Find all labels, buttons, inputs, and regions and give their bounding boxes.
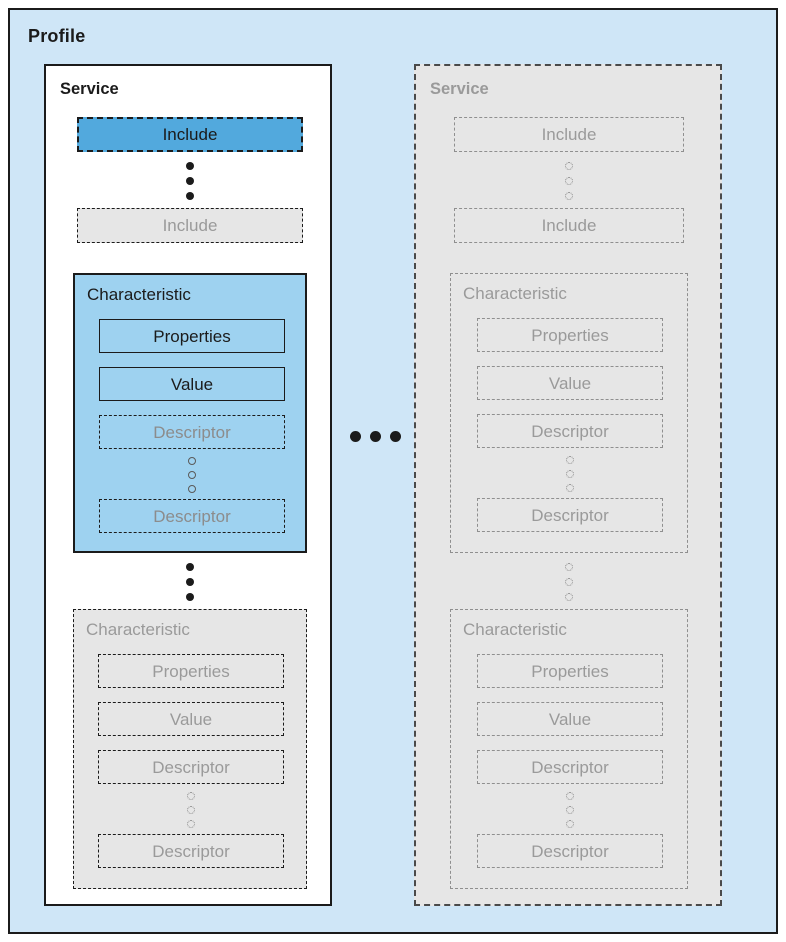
descriptor-ellipsis-icon-faded — [187, 792, 195, 828]
value-box-first-faded[interactable]: Value — [477, 366, 663, 400]
include-first-faded[interactable]: Include — [454, 117, 684, 152]
service-faded-title: Service — [430, 80, 489, 98]
descriptor-ellipsis-icon — [188, 457, 196, 493]
characteristic-last-faded-title: Characteristic — [463, 620, 567, 639]
include-highlighted[interactable]: Include — [77, 117, 303, 152]
properties-box-faded[interactable]: Properties — [98, 654, 284, 688]
properties-box[interactable]: Properties — [99, 319, 285, 353]
descriptor-last-box-faded[interactable]: Descriptor — [98, 834, 284, 868]
profile-title: Profile — [28, 26, 86, 46]
characteristic-highlighted-container[interactable]: Characteristic Properties Value Descript… — [73, 273, 307, 553]
characteristic-ellipsis-icon-faded — [565, 563, 573, 601]
value-box[interactable]: Value — [99, 367, 285, 401]
characteristic-faded-container[interactable]: Characteristic Properties Value Descript… — [73, 609, 307, 889]
include-ellipsis-icon-faded — [565, 162, 573, 200]
services-ellipsis-icon — [350, 431, 401, 442]
characteristic-last-faded-container[interactable]: Characteristic Properties Value Descript… — [450, 609, 688, 889]
service-active-container[interactable]: Service Include Include Characteristic P… — [44, 64, 332, 906]
value-box-faded[interactable]: Value — [98, 702, 284, 736]
characteristic-first-faded-container[interactable]: Characteristic Properties Value Descript… — [450, 273, 688, 553]
descriptor-ellipsis-icon-first-faded — [566, 456, 574, 492]
descriptor-last-box-first-faded[interactable]: Descriptor — [477, 498, 663, 532]
descriptor-first-box-last-faded[interactable]: Descriptor — [477, 750, 663, 784]
characteristic-first-faded-title: Characteristic — [463, 284, 567, 303]
include-last-faded[interactable]: Include — [454, 208, 684, 243]
properties-box-first-faded[interactable]: Properties — [477, 318, 663, 352]
descriptor-first-box-first-faded[interactable]: Descriptor — [477, 414, 663, 448]
characteristic-highlighted-title: Characteristic — [87, 285, 191, 304]
descriptor-last-box-last-faded[interactable]: Descriptor — [477, 834, 663, 868]
descriptor-first-box[interactable]: Descriptor — [99, 415, 285, 449]
include-faded[interactable]: Include — [77, 208, 303, 243]
include-ellipsis-icon — [186, 162, 194, 200]
service-faded-container[interactable]: Service Include Include Characteristic P… — [414, 64, 722, 906]
descriptor-last-box[interactable]: Descriptor — [99, 499, 285, 533]
service-active-title: Service — [60, 80, 119, 98]
descriptor-first-box-faded[interactable]: Descriptor — [98, 750, 284, 784]
characteristic-faded-title: Characteristic — [86, 620, 190, 639]
value-box-last-faded[interactable]: Value — [477, 702, 663, 736]
characteristic-ellipsis-icon — [186, 563, 194, 601]
properties-box-last-faded[interactable]: Properties — [477, 654, 663, 688]
descriptor-ellipsis-icon-last-faded — [566, 792, 574, 828]
profile-container: Profile Service Include Include Characte… — [8, 8, 778, 934]
